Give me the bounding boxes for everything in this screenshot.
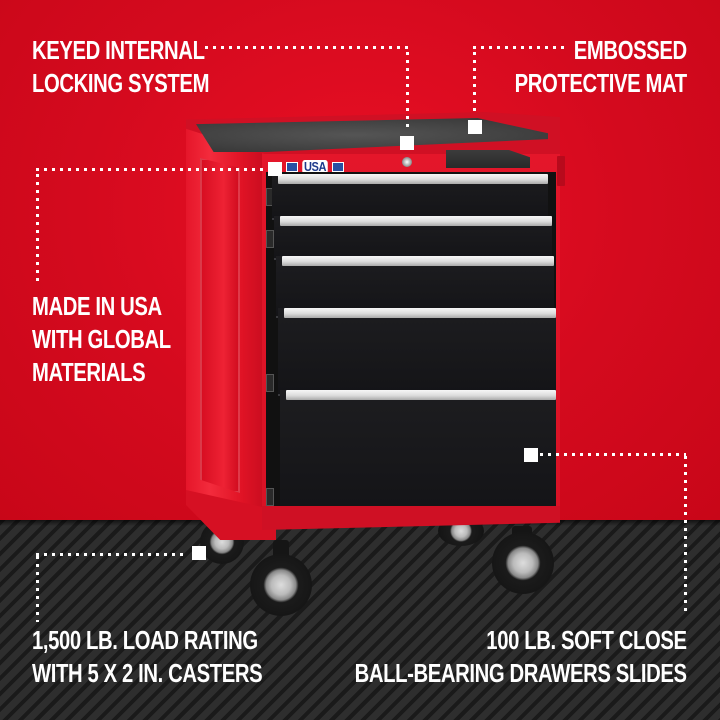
drawer-1[interactable] (272, 174, 548, 220)
marker-mat[interactable] (468, 120, 482, 134)
lock-keyhole-icon (402, 157, 412, 167)
callout-text: 100 LB. SOFT CLOSE (486, 625, 688, 655)
flag-icon (331, 162, 344, 172)
callout-text: MATERIALS (32, 357, 146, 387)
callout-text: PROTECTIVE MAT (514, 68, 688, 98)
side-handle (557, 156, 565, 186)
drawer-slide-icon (266, 374, 274, 392)
usa-badge-text: USA (302, 159, 328, 174)
drawer-handle[interactable] (278, 174, 548, 184)
drawer-2[interactable] (274, 216, 552, 260)
leader-line (36, 556, 39, 622)
callout-text: 1,500 LB. LOAD RATING (32, 625, 258, 655)
leader-line (473, 52, 476, 112)
callout-locking-system: KEYED INTERNAL LOCKING SYSTEM (32, 34, 209, 100)
top-tray-lid (446, 150, 530, 168)
marker-usa-badge[interactable] (268, 162, 282, 176)
callout-text: MADE IN USA (32, 291, 162, 321)
leader-line (36, 174, 39, 282)
drawer-handle[interactable] (286, 390, 556, 400)
striped-floor-background (0, 520, 720, 720)
drawer-handle[interactable] (282, 256, 554, 266)
marker-drawer-slides[interactable] (524, 448, 538, 462)
marker-lock[interactable] (400, 136, 414, 150)
leader-line (406, 52, 409, 130)
made-in-usa-badge: USA (286, 158, 344, 176)
leader-line (205, 46, 411, 49)
callout-load-rating: 1,500 LB. LOAD RATING WITH 5 X 2 IN. CAS… (32, 624, 263, 690)
leader-line (540, 453, 686, 456)
callout-text: LOCKING SYSTEM (32, 68, 210, 98)
caster-front-right-icon (492, 532, 554, 594)
callout-drawer-slides: 100 LB. SOFT CLOSE BALL-BEARING DRAWERS … (355, 624, 687, 690)
callout-made-in-usa: MADE IN USA WITH GLOBAL MATERIALS (32, 290, 171, 389)
callout-text: WITH GLOBAL (32, 324, 171, 354)
drawer-handle[interactable] (284, 308, 556, 318)
drawer-handle[interactable] (280, 216, 552, 226)
marker-casters[interactable] (192, 546, 206, 560)
drawer-slide-icon (266, 230, 274, 248)
caster-front-left-icon (250, 554, 312, 616)
chest-side-inset (200, 158, 240, 493)
callout-text: KEYED INTERNAL (32, 35, 205, 65)
callout-text: WITH 5 X 2 IN. CASTERS (32, 658, 263, 688)
leader-line (473, 46, 567, 49)
callout-text: EMBOSSED (574, 35, 687, 65)
flag-icon (286, 162, 299, 172)
drawer-slide-icon (266, 488, 274, 506)
leader-line (36, 553, 186, 556)
leader-line (36, 168, 264, 171)
drawer-5[interactable] (280, 390, 556, 510)
leader-line (684, 456, 687, 616)
drawer-4[interactable] (278, 308, 556, 396)
callout-protective-mat: EMBOSSED PROTECTIVE MAT (514, 34, 688, 100)
callout-text: BALL-BEARING DRAWERS SLIDES (355, 658, 687, 688)
